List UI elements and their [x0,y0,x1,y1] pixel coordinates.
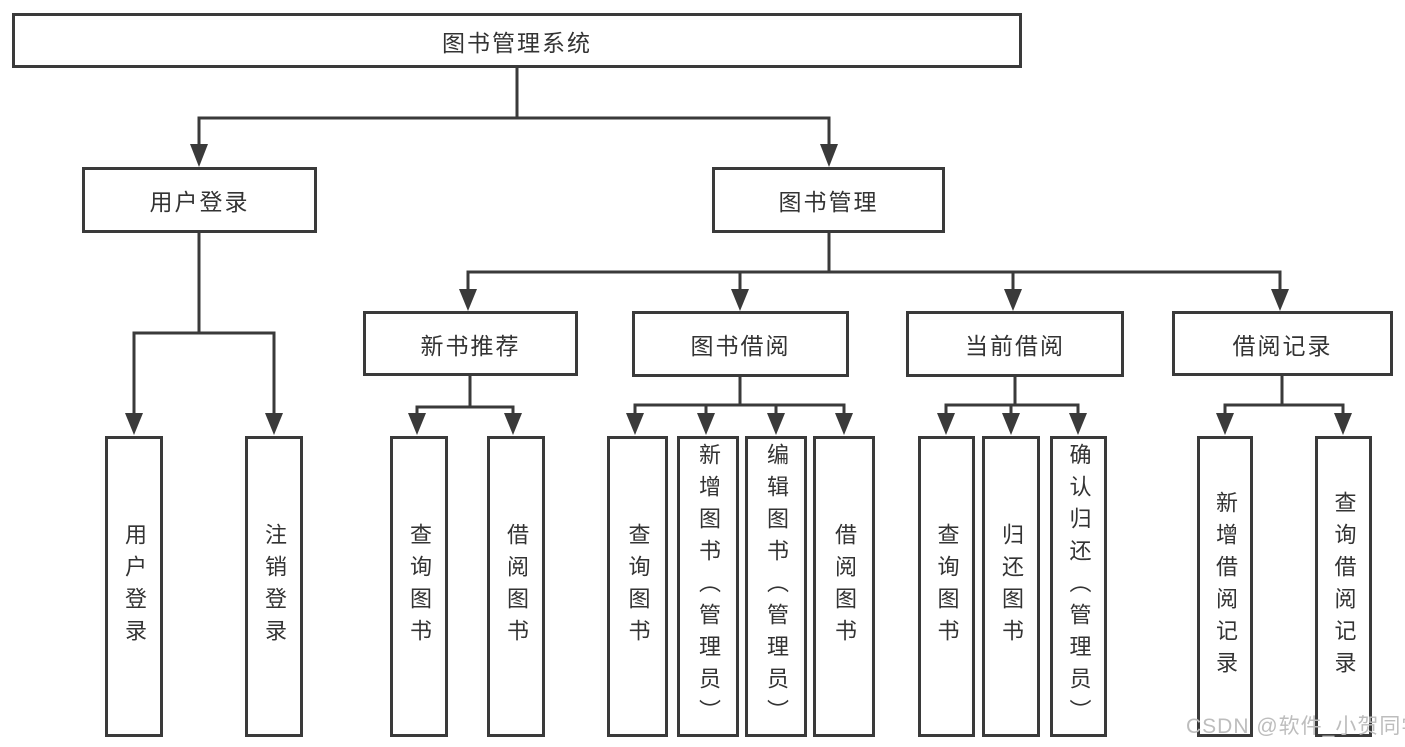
leaf-br-add-record: 新增借阅记录 [1197,436,1253,737]
leaf-cb-confirm-return-admin: 确认归还（管理员） [1050,436,1107,737]
node-borrowing-records: 借阅记录 [1172,311,1393,376]
leaf-cb-return-books: 归还图书 [982,436,1040,737]
node-user-login: 用户登录 [82,167,317,233]
node-new-book-recommend: 新书推荐 [363,311,578,376]
node-book-borrowing: 图书借阅 [632,311,849,377]
leaf-nbr-query-books: 查询图书 [390,436,448,737]
node-book-management: 图书管理 [712,167,945,233]
leaf-bb-borrow-books: 借阅图书 [813,436,875,737]
leaf-br-query-record: 查询借阅记录 [1315,436,1372,737]
watermark: CSDN @软件_小贺同学 [1186,715,1405,738]
leaf-bb-query-books: 查询图书 [607,436,668,737]
node-root: 图书管理系统 [12,13,1022,68]
leaf-logout: 注销登录 [245,436,303,737]
leaf-bb-add-book-admin: 新增图书（管理员） [677,436,739,737]
node-current-borrowing: 当前借阅 [906,311,1124,377]
leaf-bb-edit-book-admin: 编辑图书（管理员） [745,436,807,737]
leaf-cb-query-books: 查询图书 [918,436,975,737]
leaf-user-login: 用户登录 [105,436,163,737]
leaf-nbr-borrow-books: 借阅图书 [487,436,545,737]
